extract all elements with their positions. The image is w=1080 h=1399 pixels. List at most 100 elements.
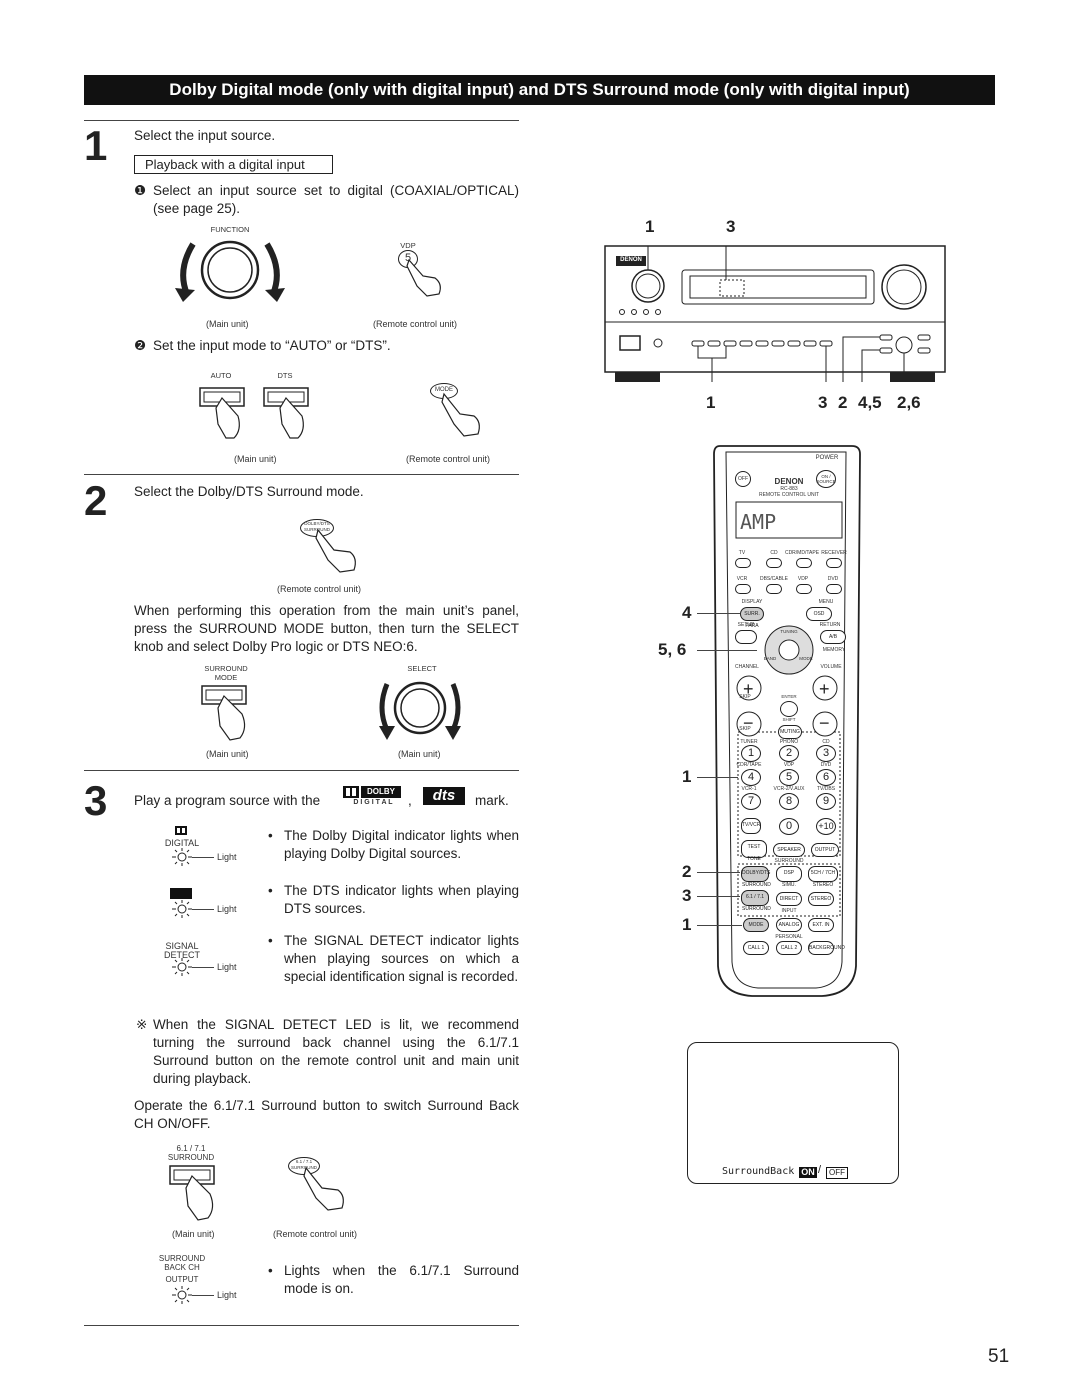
callout: 3: [818, 393, 828, 412]
intro-mark: mark.: [475, 793, 509, 808]
analog-button[interactable]: ANALOG: [776, 918, 802, 932]
callout: 1: [682, 767, 692, 786]
osd-on-badge: ON: [799, 1167, 817, 1178]
pause-button[interactable]: [780, 701, 798, 717]
num-button-1[interactable]: 1: [741, 745, 761, 762]
source-button[interactable]: [735, 584, 751, 594]
sub1-text: Select an input source set to digital (C…: [153, 183, 519, 216]
num-button-9[interactable]: 9: [816, 793, 836, 810]
ext-in-button[interactable]: EXT. IN: [808, 918, 834, 932]
call2-button[interactable]: CALL 2: [776, 941, 802, 955]
receiver-front-panel: [604, 245, 946, 382]
return-label: RETURN: [819, 622, 841, 628]
surr-para-button[interactable]: SURR. PARA: [740, 607, 764, 629]
note-text: When the SIGNAL DETECT LED is lit, we re…: [153, 1017, 519, 1086]
operate-text: Operate the 6.1/7.1 Surround button to s…: [134, 1098, 519, 1131]
display-label: DISPLAY: [741, 599, 763, 605]
vdp-key-label: 5: [404, 252, 412, 264]
speaker-button[interactable]: SPEAKER: [773, 843, 805, 857]
s61-label: 6.1 / 7.1: [176, 1144, 206, 1153]
light-indicator-icon: [172, 1286, 192, 1304]
channel-label: CHANNEL: [735, 664, 759, 670]
num-button-2[interactable]: 2: [779, 745, 799, 762]
muting-button[interactable]: MUTING: [778, 725, 802, 739]
osd-screen: [687, 1042, 899, 1184]
divider: [84, 1325, 519, 1326]
remote-power-label: POWER: [815, 455, 839, 461]
light-label: Light: [217, 1290, 237, 1300]
num-button-4[interactable]: 4: [741, 769, 761, 786]
memory-label: MEMORY: [822, 647, 846, 653]
surround-mode-label: MODE: [214, 673, 238, 682]
page-number: 51: [988, 1346, 1010, 1367]
s61-key-label: SURROUND: [290, 1165, 317, 1170]
ab-button[interactable]: A/B: [820, 630, 846, 644]
num-label: CDR/TAPE: [736, 762, 762, 768]
source-button[interactable]: [826, 558, 842, 568]
num-button-5[interactable]: 5: [779, 769, 799, 786]
note-mark: ※: [136, 1017, 148, 1032]
source-button[interactable]: [826, 584, 842, 594]
background-button[interactable]: BACKGROUND: [808, 941, 845, 955]
tv-vcr-button[interactable]: TV/VCR: [741, 818, 761, 834]
callout: 2: [682, 862, 692, 881]
dolby-dts-surround-button[interactable]: DOLBY/DTS SURROUND: [741, 866, 771, 888]
call1-button[interactable]: CALL 1: [743, 941, 769, 955]
main-unit-caption: (Main unit): [206, 749, 249, 759]
s61-surround-button[interactable]: 6.1 / 7.1 SURROUND: [741, 890, 771, 912]
surround-mode-button-illustration: [201, 685, 247, 741]
num-button-6[interactable]: 6: [816, 769, 836, 786]
source-button[interactable]: [796, 584, 812, 594]
num-button-7[interactable]: 7: [741, 793, 761, 810]
source-button[interactable]: [766, 558, 782, 568]
remote-off-button[interactable]: [735, 471, 751, 487]
hand-press-icon: [441, 392, 480, 437]
surround-mode-label: SURROUND: [204, 664, 248, 673]
plus10-button[interactable]: +10: [816, 818, 836, 835]
light-indicator-icon: [172, 900, 192, 918]
source-label: DBS/CABLE: [759, 576, 789, 582]
remote-on-label: ON / SOURCE: [816, 474, 836, 484]
main-unit-caption: (Main unit): [398, 749, 441, 759]
stereo-button[interactable]: STEREO: [808, 892, 834, 906]
dts-label: DTS: [277, 371, 293, 380]
input-mode-button[interactable]: MODE: [743, 918, 769, 932]
source-button[interactable]: [796, 558, 812, 568]
dolby-digital-logo: [343, 786, 401, 798]
source-label: CD: [770, 550, 778, 556]
digital-label: DIGITAL: [164, 838, 200, 848]
step1-instruction: Select the input source.: [134, 128, 276, 143]
direct-button[interactable]: DIRECT: [776, 892, 802, 906]
light-indicator-icon: [172, 848, 192, 866]
sub2-text: Set the input mode to “AUTO” or “DTS”.: [153, 338, 391, 353]
source-button[interactable]: [766, 584, 782, 594]
num-button-8[interactable]: 8: [779, 793, 799, 810]
num-button-0[interactable]: 0: [779, 818, 799, 835]
test-tone-button[interactable]: TEST TONE: [741, 840, 767, 862]
playback-box: Playback with a digital input: [134, 155, 333, 174]
dsp-simu-button[interactable]: DSP SIMU.: [776, 866, 802, 888]
stereo-5ch-button[interactable]: 5CH / 7CH STEREO: [808, 866, 838, 888]
hand-press-icon: [303, 1166, 344, 1211]
dolby-indicator-icon: [175, 826, 187, 835]
num-label: VDP: [783, 762, 795, 768]
remote-on-button[interactable]: [816, 470, 836, 488]
osd-button[interactable]: OSD: [806, 607, 832, 621]
num-button-3[interactable]: 3: [816, 745, 836, 762]
leader-line: [192, 1295, 214, 1296]
s61-label: SURROUND: [167, 1153, 215, 1162]
source-label: VCR: [736, 576, 748, 582]
source-label: CDR/MD/TAPE: [784, 550, 820, 556]
remote-unit-caption: (Remote control unit): [277, 584, 362, 594]
main-unit-caption: (Main unit): [234, 454, 277, 464]
source-button[interactable]: [735, 558, 751, 568]
skip-back-button[interactable]: [735, 630, 757, 644]
select-knob-illustration: [379, 681, 461, 740]
channel-up-icon: +: [743, 679, 754, 699]
dolby-logo-digital: D I G I T A L: [353, 799, 393, 806]
vdp-label: VDP: [400, 241, 416, 250]
output-button[interactable]: OUTPUT: [811, 843, 839, 857]
dts-logo: dts: [423, 787, 465, 805]
main-unit-caption: (Main unit): [172, 1229, 215, 1239]
light-label: Light: [217, 852, 237, 862]
